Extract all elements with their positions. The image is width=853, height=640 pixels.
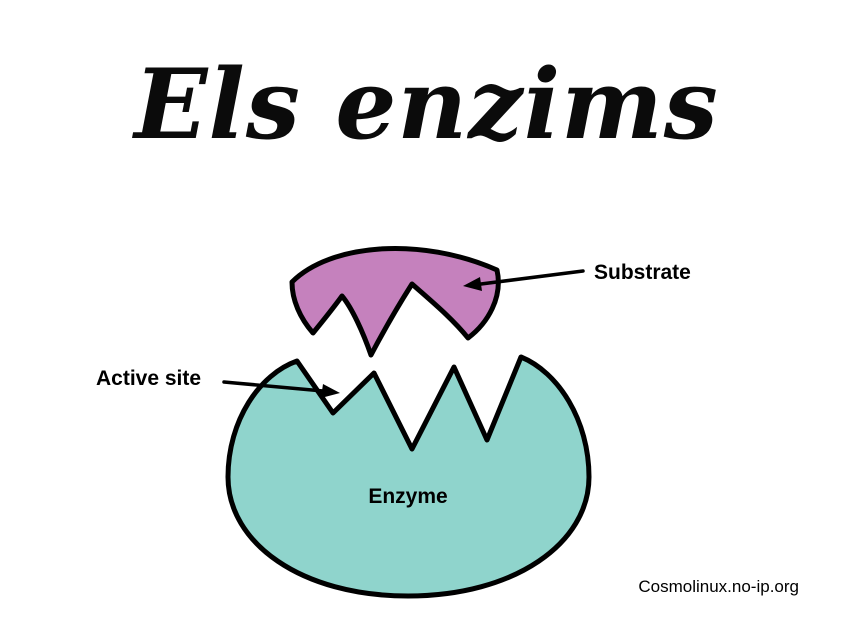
substrate-label: Substrate xyxy=(594,261,691,284)
credit-text: Cosmolinux.no-ip.org xyxy=(638,577,799,596)
substrate-shape xyxy=(289,245,501,358)
active-site-label: Active site xyxy=(96,367,201,390)
substrate-arrow xyxy=(463,269,585,291)
enzyme-label: Enzyme xyxy=(368,485,447,508)
enzyme-shape xyxy=(225,354,592,599)
page-title: Els enzims xyxy=(134,48,719,161)
active-site-arrow xyxy=(222,380,340,398)
